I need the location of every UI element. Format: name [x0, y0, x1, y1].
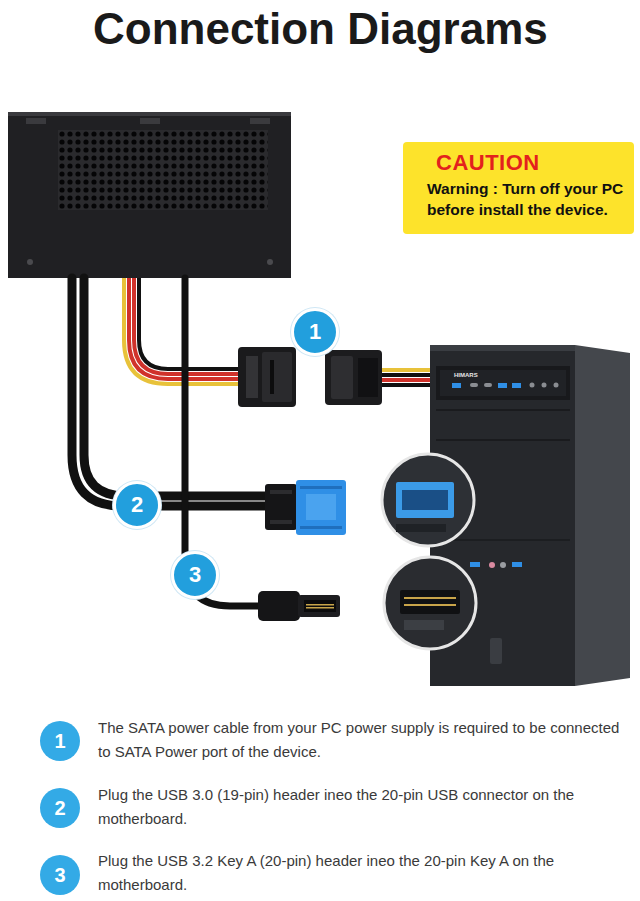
- usb3-connector-part: [270, 520, 292, 524]
- usb3-connector-part: [265, 484, 297, 530]
- step-number: 1: [54, 730, 65, 753]
- sata-connectors-part: [270, 360, 274, 394]
- zoom-header-keya-part: [404, 597, 456, 599]
- pc-tower-part: [436, 366, 570, 400]
- panel-device: [8, 112, 291, 278]
- zoom-header-keya-part: [404, 604, 456, 606]
- pc-tower-part: [512, 383, 521, 388]
- zoom-header-19pin: [382, 454, 474, 546]
- panel-device-part: [26, 118, 46, 124]
- panel-device-part: [8, 112, 291, 278]
- pc-tower-part: [489, 562, 495, 568]
- zoom-header-19pin-part: [396, 482, 454, 518]
- pc-tower-part: [452, 383, 461, 388]
- pc-tower-part: [575, 345, 630, 686]
- usb3-connector-part: [300, 486, 342, 489]
- pc-tower-part: [498, 383, 507, 388]
- zoom-header-19pin-part: [396, 524, 446, 532]
- brand-text: HIMARS: [454, 372, 514, 379]
- pc-tower-part: [500, 562, 506, 568]
- power-wires-part: [382, 383, 434, 387]
- power-wires-part: [382, 378, 434, 382]
- pc-tower-part: [436, 539, 570, 541]
- keya-connector-part: [306, 607, 334, 609]
- keya-connector: [258, 591, 340, 621]
- pc-tower-part: [542, 383, 547, 388]
- step-number: 2: [54, 797, 65, 820]
- callout-number: 3: [189, 562, 201, 588]
- panel-device-part: [250, 118, 270, 124]
- pc-tower-part: [484, 383, 492, 387]
- sata-connectors: [238, 347, 382, 407]
- pc-tower-part: [440, 370, 566, 396]
- sata-connectors-part: [246, 356, 258, 398]
- zoom-header-keya: [384, 557, 476, 649]
- step-number-circle: 2: [40, 788, 80, 828]
- usb-cables-part: [72, 278, 266, 506]
- power-wires-part: [382, 373, 434, 377]
- zoom-header-keya-part: [400, 590, 460, 614]
- sata-connectors-part: [358, 358, 378, 397]
- keya-connector-part: [304, 600, 336, 612]
- caution-box: CAUTIONWarning : Turn off your PC before…: [403, 142, 634, 234]
- panel-device-part: [267, 259, 273, 265]
- usb3-connector-part: [296, 480, 346, 535]
- pc-tower-part: [470, 562, 480, 567]
- step-number: 3: [54, 864, 65, 887]
- usb3-connector: [265, 480, 346, 535]
- callout-circle: 3: [171, 551, 219, 599]
- usb3-connector-part: [300, 526, 342, 529]
- sata-connectors-part: [238, 347, 296, 407]
- callout-circle: 1: [291, 308, 339, 356]
- zoom-header-keya-part: [384, 557, 476, 649]
- pc-tower-part: [436, 409, 570, 411]
- pc-tower-part: [436, 439, 570, 441]
- keya-connector-part: [298, 595, 340, 617]
- panel-device-part: [8, 112, 291, 116]
- sata-connectors-part: [262, 352, 292, 402]
- power-wires-part: [382, 368, 434, 372]
- pc-tower-part: [430, 345, 575, 351]
- usb3-connector-part: [270, 490, 292, 494]
- step-number-circle: 1: [40, 721, 80, 761]
- callout-number: 2: [131, 492, 143, 518]
- usb-cables: [72, 278, 266, 606]
- keya-connector-part: [306, 604, 334, 606]
- keya-connector-part: [258, 591, 300, 621]
- pc-tower-part: [530, 383, 535, 388]
- caution-heading: CAUTION: [427, 150, 626, 176]
- callout-number: 1: [309, 319, 321, 345]
- zoom-header-19pin-part: [402, 490, 448, 510]
- pc-tower-part: [512, 562, 522, 567]
- sata-connectors-part: [325, 350, 382, 405]
- zoom-header-keya-part: [404, 620, 444, 630]
- power-wires-part: [139, 278, 240, 369]
- panel-device-part: [27, 259, 33, 265]
- pc-tower-part: [490, 638, 502, 664]
- usb3-connector-part: [306, 494, 336, 520]
- instruction-text: The SATA power cable from your PC power …: [98, 716, 620, 764]
- instruction-text: Plug the USB 3.2 Key A (20-pin) header i…: [98, 849, 620, 897]
- pc-tower-part: [470, 383, 478, 387]
- callout-circle: 2: [113, 481, 161, 529]
- title: Connection Diagrams: [93, 4, 548, 54]
- panel-device-part: [58, 130, 268, 210]
- step-number-circle: 3: [40, 855, 80, 895]
- zoom-header-19pin-part: [382, 454, 474, 546]
- panel-device-part: [140, 118, 160, 124]
- instruction-text: Plug the USB 3.0 (19-pin) header ineo th…: [98, 783, 620, 831]
- caution-text: Warning : Turn off your PC before instal…: [427, 178, 626, 220]
- sata-connectors-part: [331, 356, 353, 399]
- pc-tower-part: [554, 383, 559, 388]
